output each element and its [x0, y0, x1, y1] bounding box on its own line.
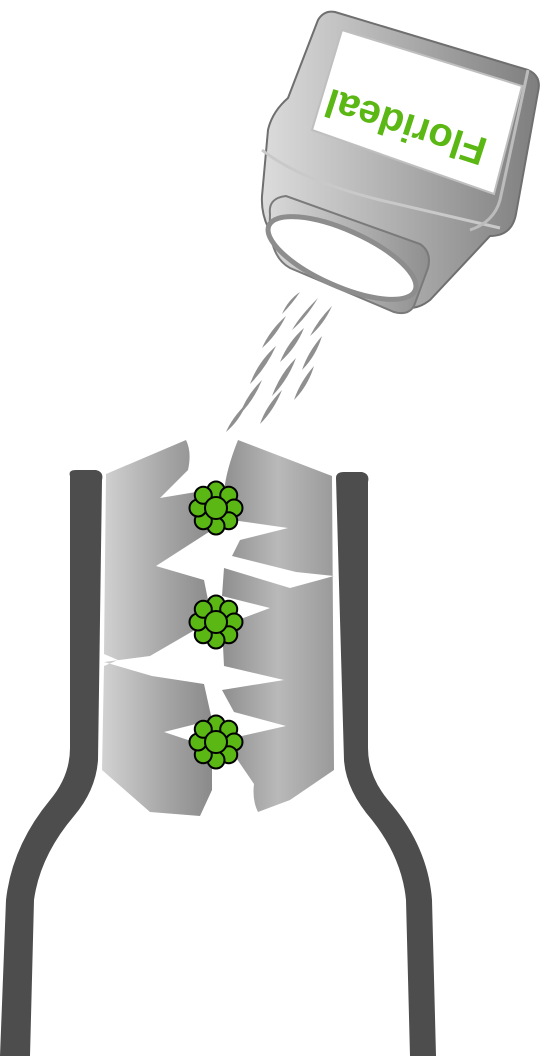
- pellet-cluster-middle: [190, 596, 243, 649]
- powder-streak: [292, 298, 318, 330]
- powder-streak: [302, 336, 322, 370]
- pellet-cluster-top: [190, 482, 243, 535]
- powder-streak: [280, 328, 304, 362]
- powder-streak: [272, 358, 296, 396]
- pellet-bead-center: [205, 611, 227, 633]
- pellet-bead-center: [205, 497, 227, 519]
- pipe-wall-right: [336, 472, 436, 1056]
- powder-streak: [282, 292, 300, 314]
- powder-streak: [262, 316, 286, 348]
- falling-powder: [226, 292, 332, 432]
- powder-streak: [294, 366, 314, 400]
- product-bottle: Florideal: [258, 12, 539, 316]
- pellet-cluster-bottom: [190, 716, 243, 769]
- powder-streak: [310, 306, 332, 336]
- powder-streak: [260, 390, 282, 424]
- pipe-wall-left: [0, 470, 102, 1056]
- powder-streak: [250, 346, 276, 384]
- pellet-bead-center: [205, 731, 227, 753]
- pellet-clusters: [190, 482, 243, 769]
- powder-streak: [226, 404, 246, 432]
